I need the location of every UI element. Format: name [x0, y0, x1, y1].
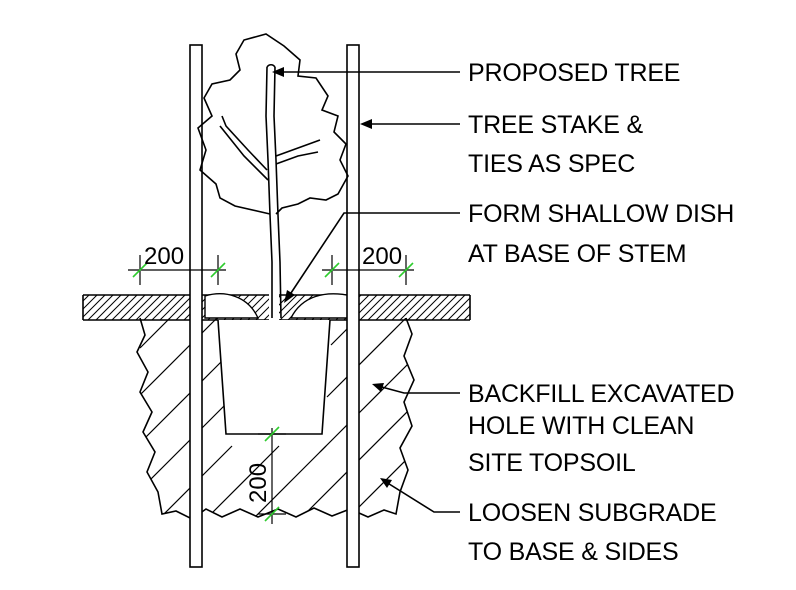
leader-backfill [372, 383, 460, 394]
tree-branches [219, 115, 321, 181]
dimension-depth-label: 200 [245, 463, 272, 503]
label-backfill-line3: SITE TOPSOIL [468, 449, 636, 477]
tree-canopy [197, 33, 349, 215]
tree-stake-right [346, 44, 360, 568]
dimension-right-offset [322, 255, 414, 285]
excavation-outline [136, 317, 415, 520]
label-loosen-line1: LOOSEN SUBGRADE [468, 499, 716, 527]
label-form-dish-line2: AT BASE OF STEM [468, 240, 686, 268]
leader-loosen-subgrade [380, 478, 460, 513]
label-form-dish-line1: FORM SHALLOW DISH [468, 200, 734, 228]
label-proposed-tree: PROPOSED TREE [468, 59, 680, 87]
label-tree-stake-line2: TIES AS SPEC [468, 150, 635, 178]
dimension-base-depth [258, 426, 286, 524]
label-loosen-line2: TO BASE & SIDES [468, 538, 679, 566]
dish-mound-left [204, 293, 260, 319]
dimension-left-label: 200 [144, 243, 184, 270]
leader-proposed-tree [272, 67, 460, 77]
label-tree-stake-line1: TREE STAKE & [468, 111, 643, 139]
dimension-left-offset [128, 255, 226, 285]
dimension-right-label: 200 [362, 243, 402, 270]
leader-form-dish [284, 212, 460, 303]
leader-tree-stake [360, 119, 460, 129]
tree-stake-left [189, 44, 203, 568]
root-ball [217, 319, 331, 435]
tree-trunk [265, 63, 282, 319]
label-backfill-line1: BACKFILL EXCAVATED [468, 380, 734, 408]
label-backfill-line2: HOLE WITH CLEAN [468, 412, 694, 440]
